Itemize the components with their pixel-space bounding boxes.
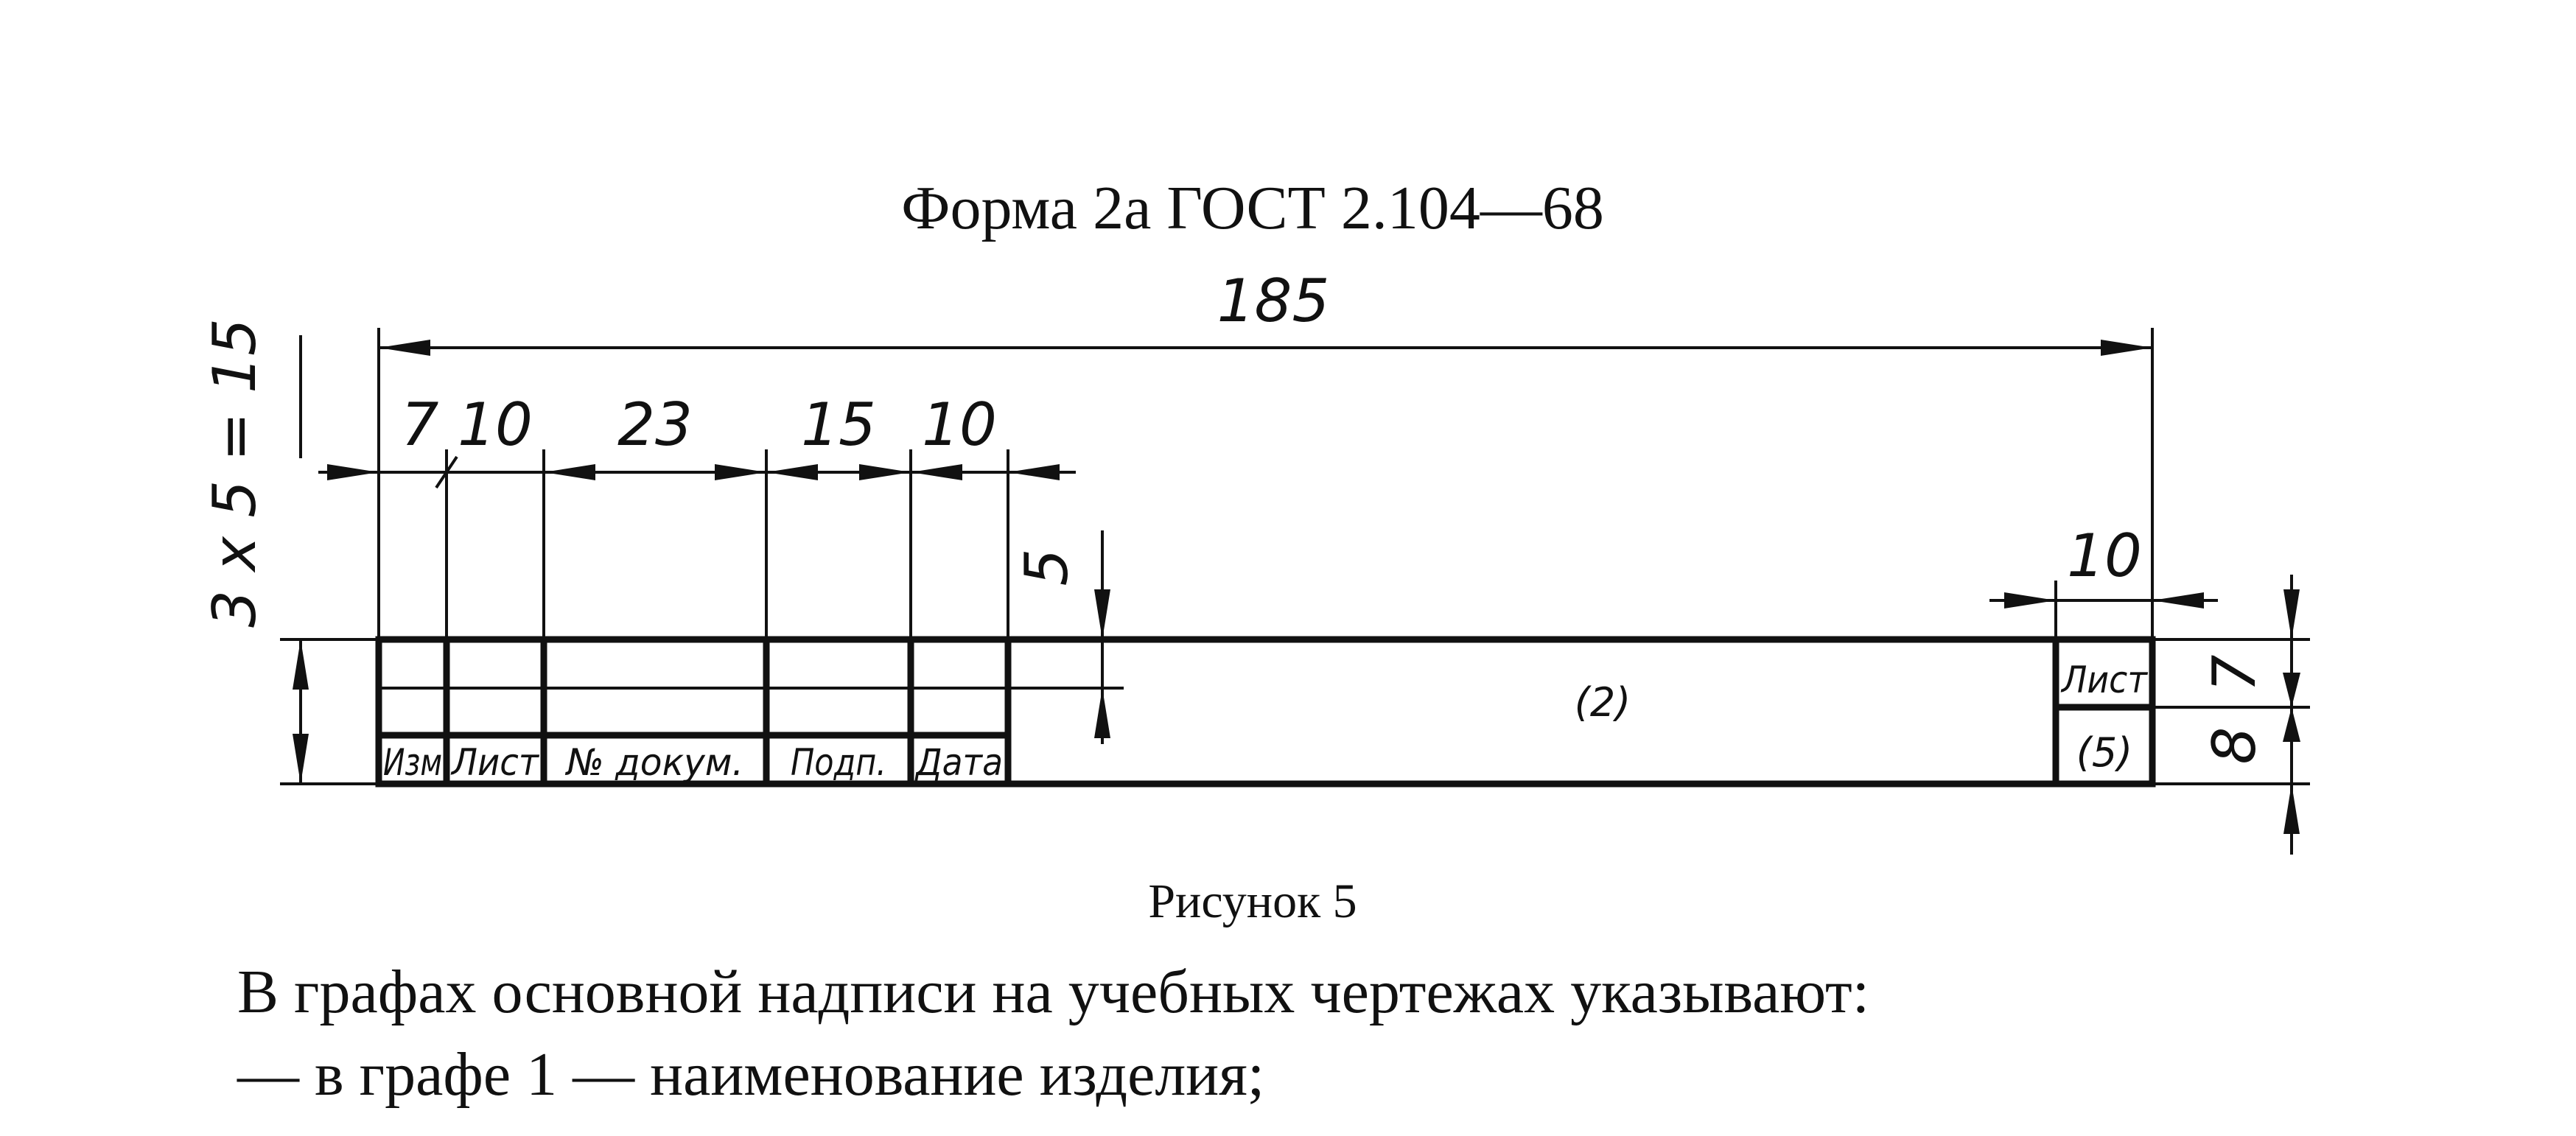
title-block-frame	[375, 636, 2156, 788]
dim-col-list: 10	[458, 390, 533, 459]
figure-title: Форма 2а ГОСТ 2.104—68	[901, 174, 1604, 242]
dim-sheet-label-height: 7	[2200, 654, 2269, 692]
cell-izm: Изм	[383, 741, 442, 784]
cell-ndokum: № докум.	[564, 741, 743, 784]
cell-list: Лист	[450, 741, 540, 784]
body-paragraph-line-1: В графах основной надписи на учебных чер…	[237, 958, 1870, 1026]
dimension-sheet-column: 10	[1989, 522, 2218, 639]
dimension-sheet-heights: 7 8	[2152, 575, 2310, 855]
dimension-total-width: 185	[377, 267, 2154, 639]
field-2-label: (2)	[1575, 679, 1631, 726]
dim-col-data: 10	[922, 390, 997, 459]
cell-podp: Подп.	[791, 741, 886, 784]
dim-col-podp: 15	[801, 390, 876, 459]
cell-data: Дата	[914, 741, 1003, 784]
dim-col-ndokum: 23	[617, 390, 693, 459]
dim-height-formula: 3 x 5 = 15	[200, 318, 269, 628]
dimension-row-height: 5	[1008, 530, 1124, 744]
dim-sheet-number-height: 8	[2200, 727, 2269, 765]
dim-sheet-column: 10	[2067, 522, 2142, 590]
figure-caption: Рисунок 5	[1148, 874, 1357, 928]
dimension-column-chain: 7 10 23 15 10	[318, 390, 1076, 639]
body-paragraph-line-2: — в графе 1 — наименование изделия;	[237, 1040, 1265, 1109]
dim-total-width: 185	[1217, 267, 1330, 335]
dim-col-izm: 7	[402, 390, 439, 459]
sheet-label: Лист	[2060, 659, 2149, 701]
field-5-label: (5)	[2076, 729, 2133, 776]
dimension-height-formula: 3 x 5 = 15	[200, 318, 379, 785]
dim-row-height: 5	[1012, 549, 1081, 586]
